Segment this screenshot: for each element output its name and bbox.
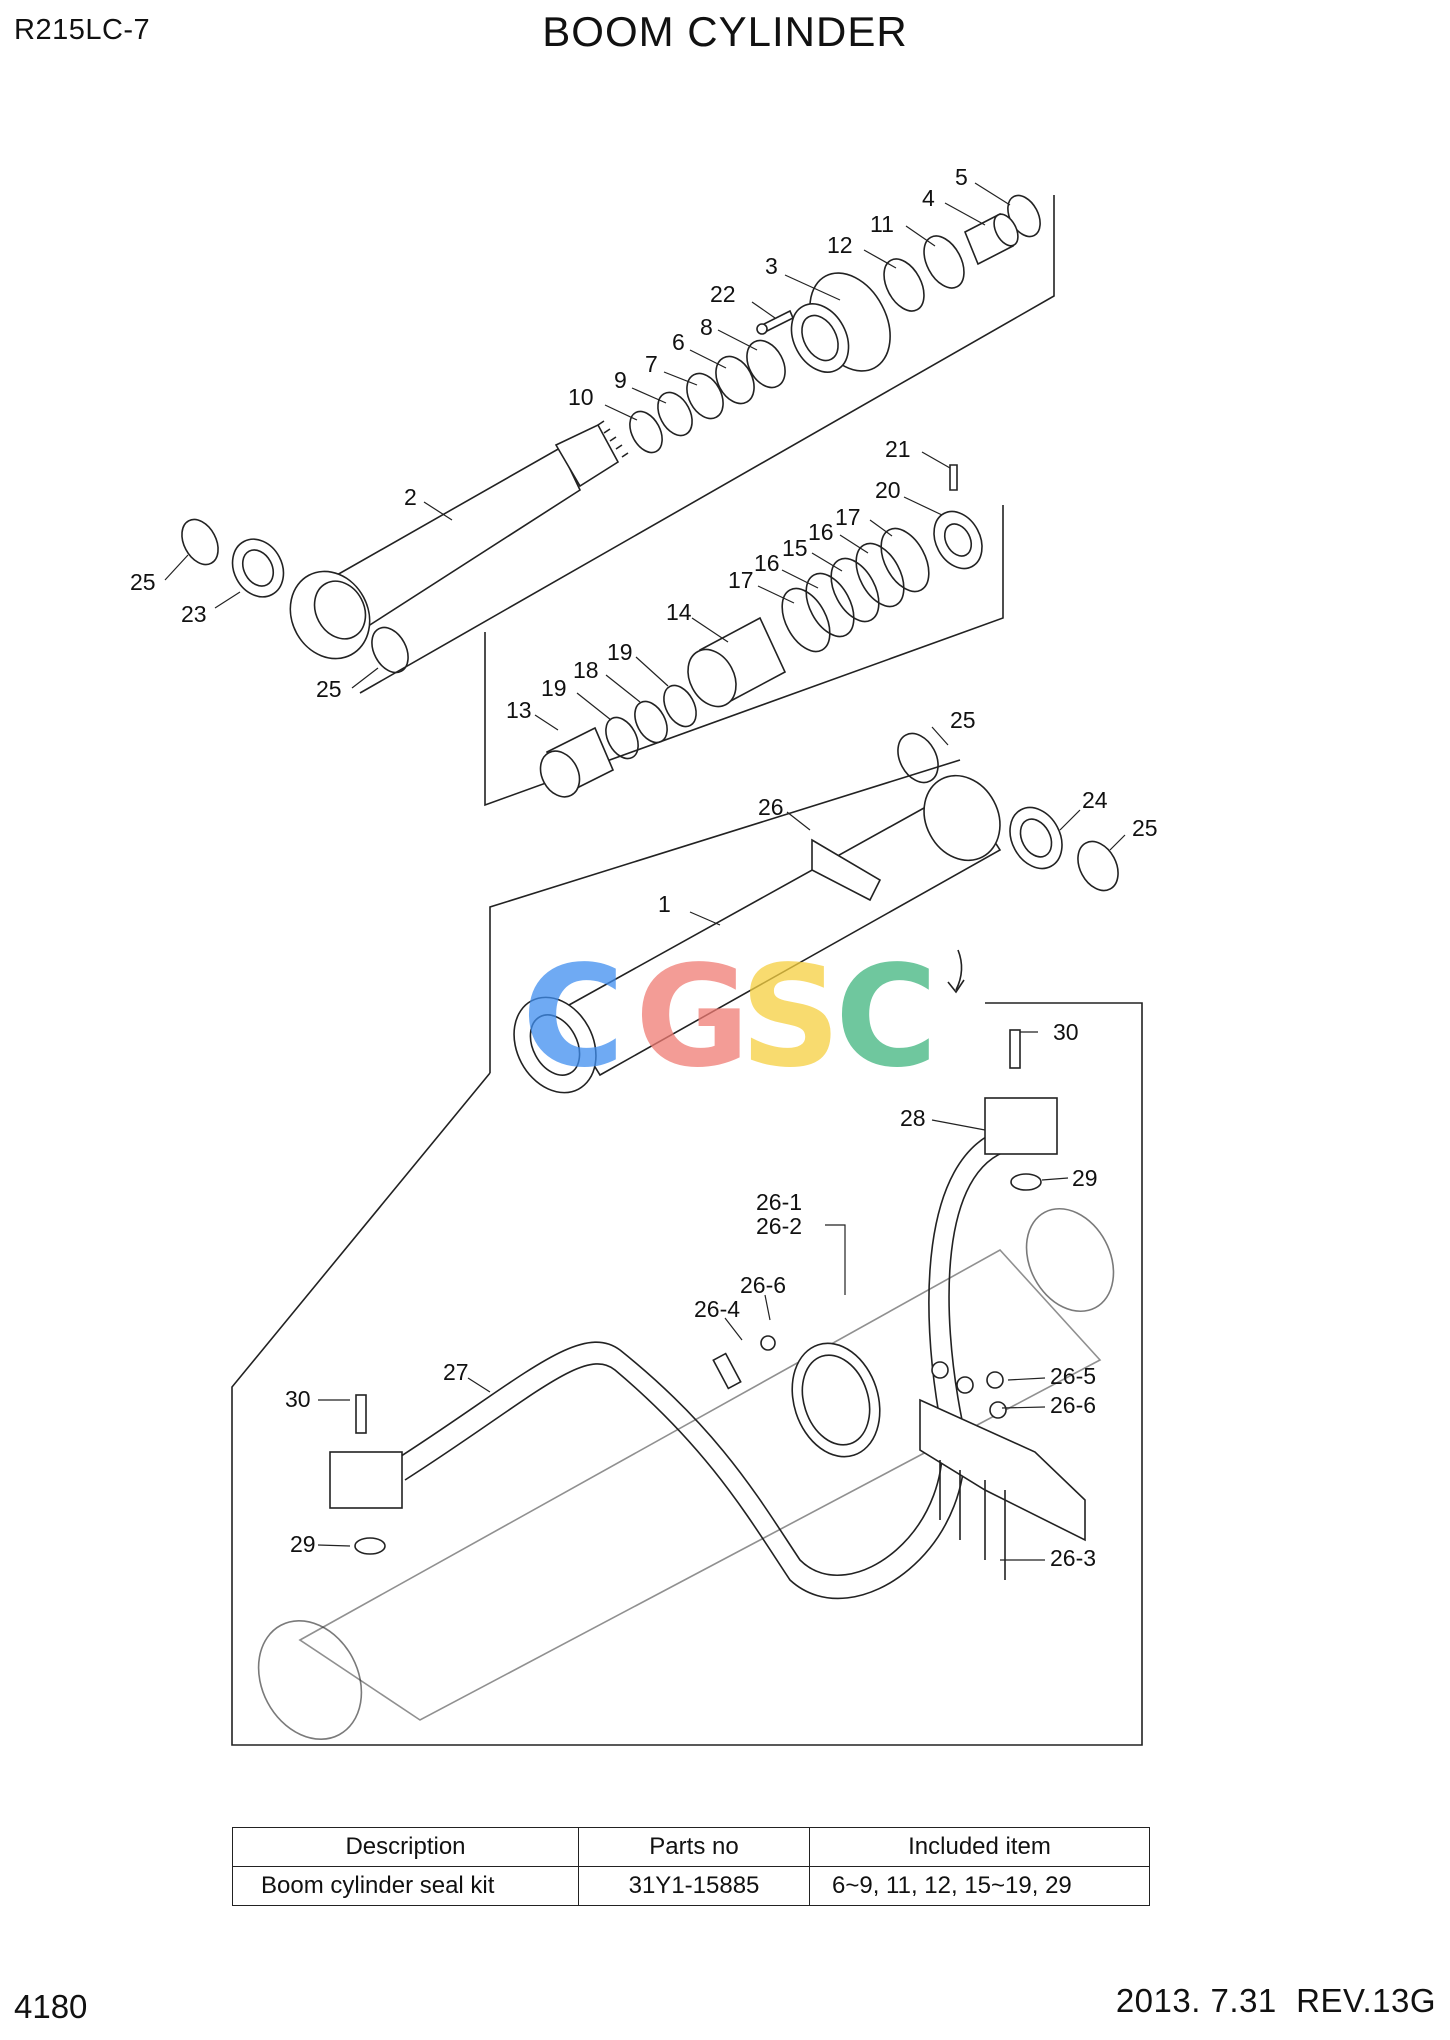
callout-18: 18 (573, 657, 599, 683)
bushing-23-part (231, 538, 285, 598)
callout-labels: 5 4 11 12 3 22 8 6 7 9 10 2 23 25 25 21 … (130, 164, 1158, 1571)
leader-lines (164, 182, 1126, 1561)
revision-date: 2013. 7.31 REV.13G (1115, 1982, 1436, 2019)
callout-30-left: 30 (285, 1386, 311, 1412)
callout-25-rod-left: 25 (130, 569, 156, 595)
callout-17-lower: 17 (728, 567, 754, 593)
callout-26-6-lower: 26-6 (1050, 1392, 1096, 1418)
piston-parts-group (539, 464, 983, 798)
callout-24: 24 (1082, 787, 1108, 813)
callout-23: 23 (181, 601, 207, 627)
rings-rod-group (181, 194, 1041, 674)
kit-parts-no: 31Y1-15885 (578, 1866, 810, 1906)
callout-16-upper: 16 (808, 519, 834, 545)
piping-assembly-part (257, 1029, 1115, 1740)
callout-2: 2 (404, 484, 417, 510)
callout-15: 15 (782, 535, 808, 561)
callout-25-tube-top: 25 (950, 707, 976, 733)
callout-5: 5 (955, 164, 968, 190)
kit-description: Boom cylinder seal kit (232, 1866, 579, 1906)
watermark-letter-2: G (635, 936, 750, 1099)
callout-21: 21 (885, 436, 911, 462)
callout-26-4: 26-4 (694, 1296, 740, 1322)
callout-10: 10 (568, 384, 594, 410)
col-included-item: Included item (809, 1827, 1150, 1867)
panel-rod-frame (359, 195, 1055, 694)
callout-19-lower: 19 (541, 675, 567, 701)
callout-12: 12 (827, 232, 853, 258)
callout-27: 27 (443, 1359, 469, 1385)
callout-17-upper: 17 (835, 504, 861, 530)
table-header-row: Description Parts no Included item (232, 1827, 1150, 1867)
rod-cover-part (790, 272, 891, 373)
callout-29-left: 29 (290, 1531, 316, 1557)
callout-26: 26 (758, 794, 784, 820)
panel-tube-frame (489, 759, 961, 1073)
callout-25-rod-right: 25 (316, 676, 342, 702)
callout-4: 4 (922, 185, 935, 211)
panel-piping-frame (231, 1002, 1143, 1746)
callout-9: 9 (614, 367, 627, 393)
callout-28: 28 (900, 1105, 926, 1131)
callout-8: 8 (700, 314, 713, 340)
kit-included-items: 6~9, 11, 12, 15~19, 29 (809, 1866, 1150, 1906)
callout-16-lower: 16 (754, 550, 780, 576)
panel-piston-frame (484, 505, 1004, 807)
callout-7: 7 (645, 351, 658, 377)
watermark-letter-4: C (835, 936, 938, 1099)
piston-rod-part (289, 420, 629, 660)
col-parts-no: Parts no (578, 1827, 810, 1867)
seal-kit-table: Description Parts no Included item Boom … (232, 1827, 1150, 1906)
callout-1: 1 (658, 891, 671, 917)
callout-26-3: 26-3 (1050, 1545, 1096, 1571)
callout-25-tube-right: 25 (1132, 815, 1158, 841)
model-number: R215LC-7 (14, 14, 151, 46)
callout-26-5: 26-5 (1050, 1363, 1096, 1389)
col-description: Description (232, 1827, 579, 1867)
callout-26-2: 26-2 (756, 1213, 802, 1239)
table-row: Boom cylinder seal kit 31Y1-15885 6~9, 1… (232, 1866, 1150, 1906)
page-number: 4180 (14, 1988, 88, 2025)
bushing-4-part (963, 212, 1019, 266)
callout-26-6-upper: 26-6 (740, 1272, 786, 1298)
callout-19-upper: 19 (607, 639, 633, 665)
callout-13: 13 (506, 697, 532, 723)
callout-20: 20 (875, 477, 901, 503)
callout-3: 3 (765, 253, 778, 279)
callout-29-right: 29 (1072, 1165, 1098, 1191)
callout-26-1: 26-1 (756, 1189, 802, 1215)
callout-6: 6 (672, 329, 685, 355)
watermark-letter-1: C (522, 936, 625, 1099)
callout-22: 22 (710, 281, 736, 307)
cgsc-watermark: C G S C (522, 936, 938, 1099)
bolt-22-part (756, 309, 795, 335)
cylinder-tube-part (513, 732, 1119, 1094)
callout-14: 14 (666, 599, 692, 625)
page-title: BOOM CYLINDER (542, 8, 908, 55)
callout-11: 11 (870, 211, 894, 237)
watermark-letter-3: S (740, 936, 841, 1099)
callout-30-right: 30 (1053, 1019, 1079, 1045)
